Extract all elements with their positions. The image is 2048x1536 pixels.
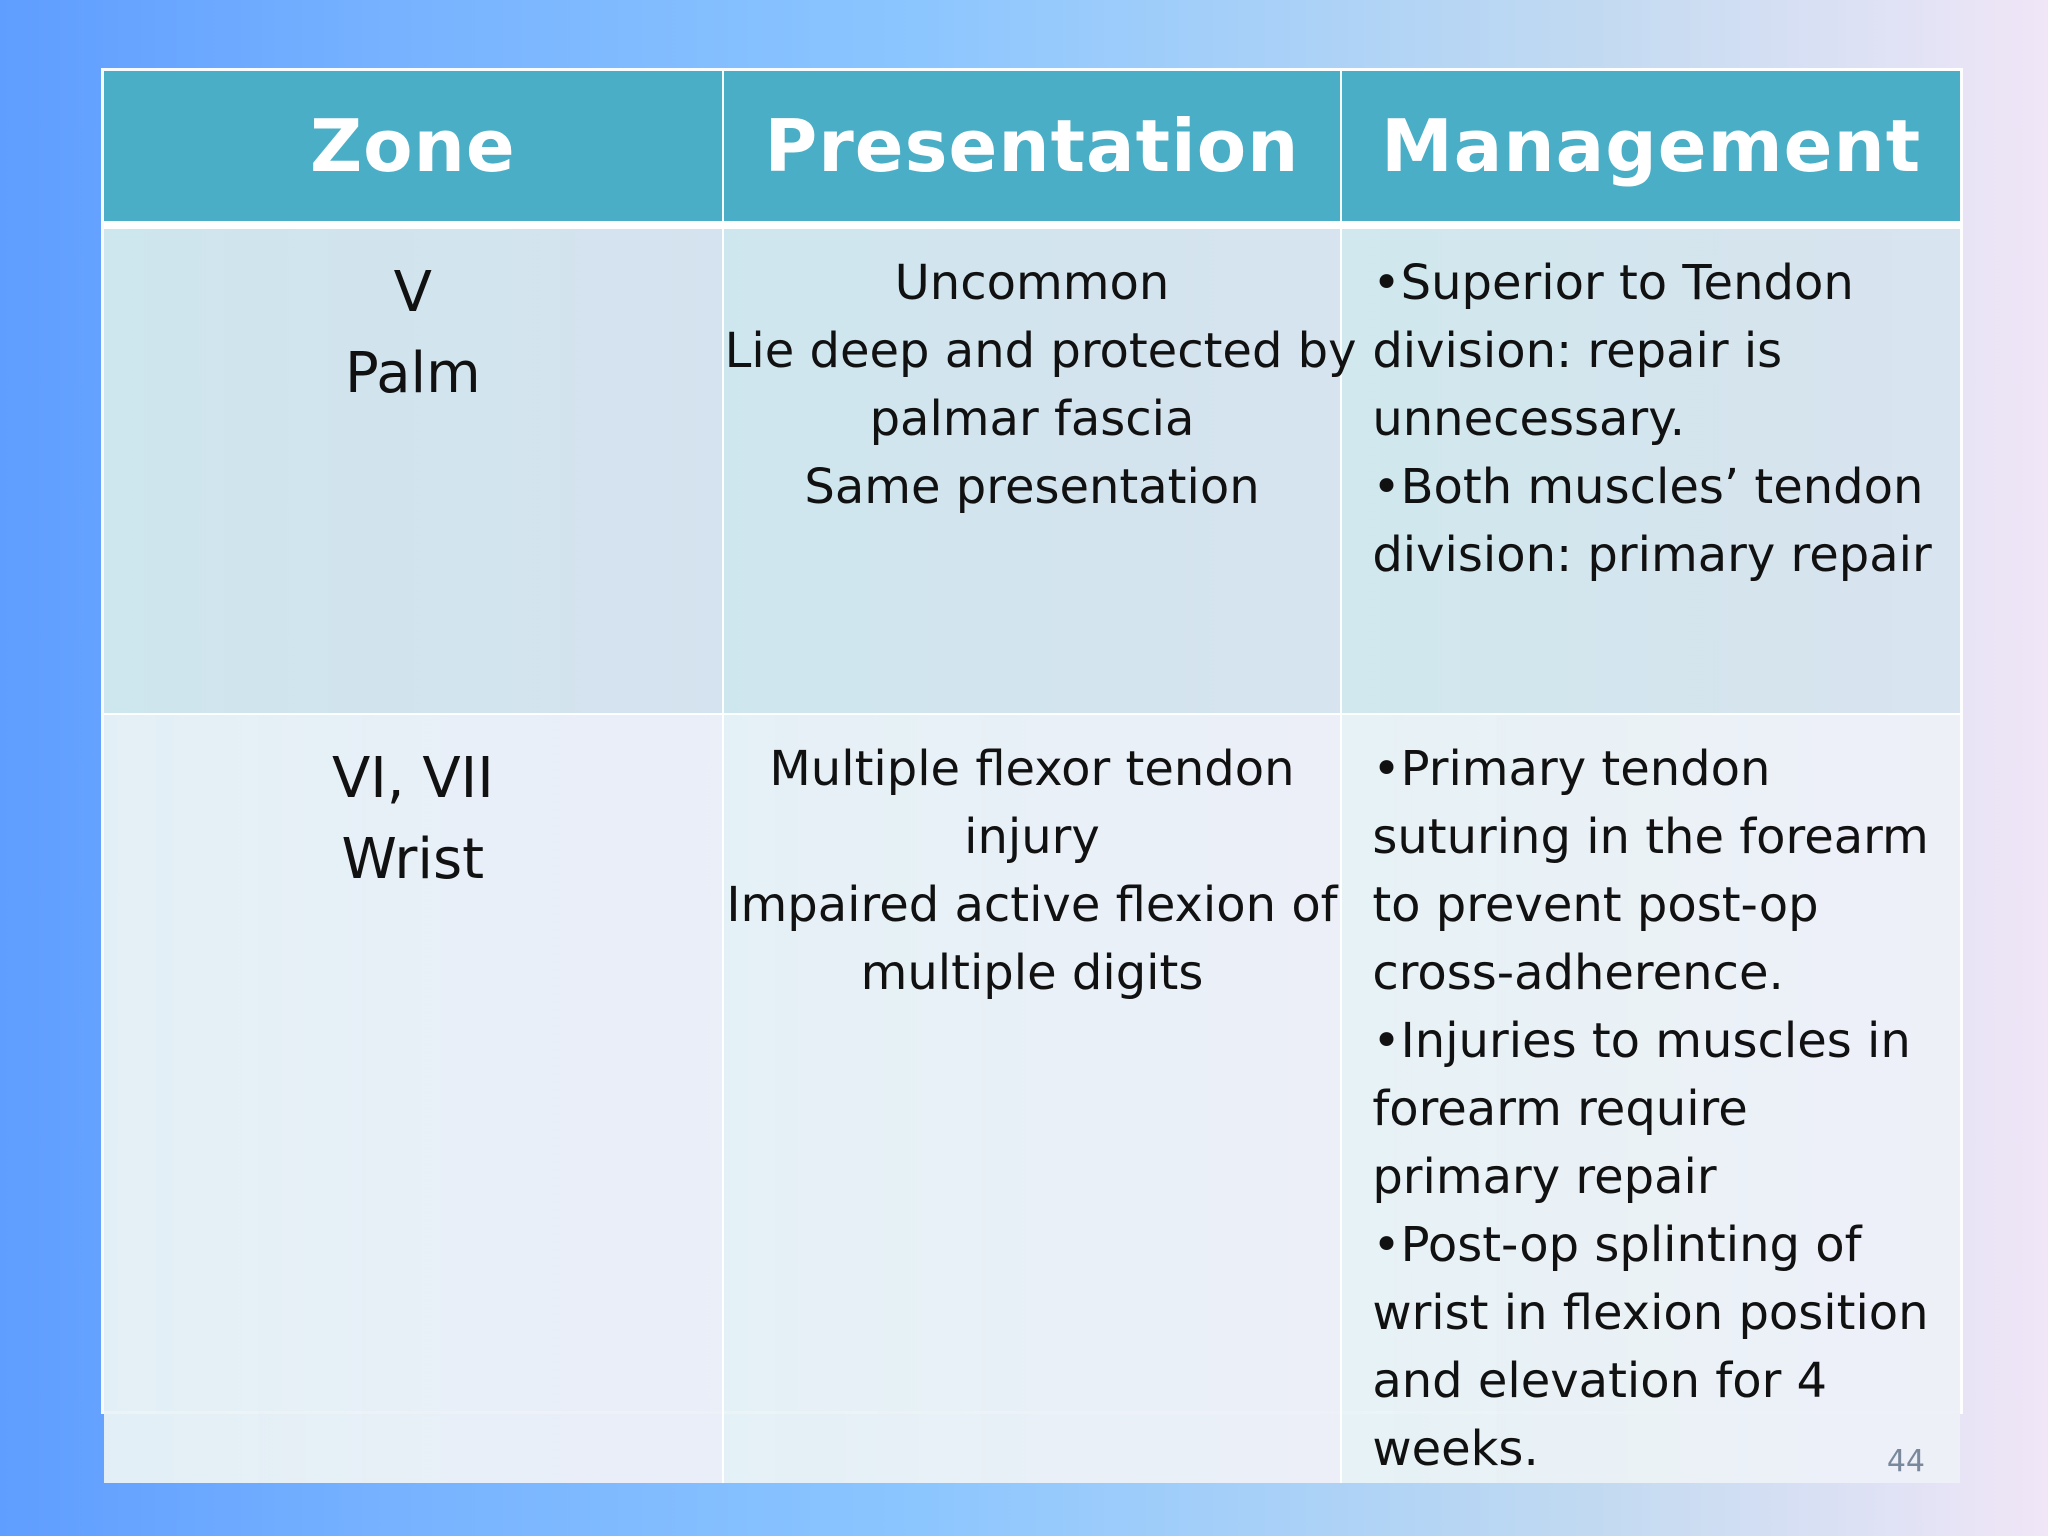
table-header: Zone Presentation Management [104,71,1960,229]
presentation-line: palmar fascia [869,391,1195,447]
presentation-line: Multiple flexor tendon [769,741,1295,797]
zone-table: Zone Presentation Management V Palm Unco… [104,71,1960,1483]
presentation-line: Impaired active flexion of [726,877,1338,933]
management-item: •Injuries to muscles in forearm require … [1372,1013,1911,1205]
zone-location: Palm [344,341,481,406]
management-item: •Primary tendon suturing in the forearm … [1372,741,1929,1001]
management-item: •Both muscles’ tendon division: primary … [1372,459,1932,583]
management-cell: •Primary tendon suturing in the forearm … [1341,714,1960,1483]
zone-number: VI, VII [331,746,494,811]
zone-cell: VI, VII Wrist [104,714,724,1483]
presentation-line: injury [964,809,1100,865]
presentation-line: Lie deep and protected by [724,323,1357,379]
presentation-cell: Uncommon Lie deep and protected by palma… [722,225,1357,715]
management-item: •Superior to Tendon division: repair is … [1372,255,1854,447]
zone-number: V [393,260,432,325]
header-management: Management [1341,71,1960,229]
presentation-line: Uncommon [894,255,1170,311]
management-item: •Post-op splinting of wrist in flexion p… [1372,1217,1929,1477]
table-row: V Palm Uncommon Lie deep and protected b… [104,225,1960,715]
header-zone: Zone [104,71,724,229]
table-body: V Palm Uncommon Lie deep and protected b… [104,225,1960,1483]
management-cell: •Superior to Tendon division: repair is … [1341,225,1960,715]
header-presentation: Presentation [722,71,1343,229]
zone-cell: V Palm [104,225,724,715]
zone-location: Wrist [341,827,485,892]
presentation-line: Same presentation [804,459,1260,515]
page-number: 44 [1886,1444,1925,1479]
presentation-cell: Multiple flexor tendon injury Impaired a… [722,714,1343,1483]
table-header-row: Zone Presentation Management [104,71,1960,229]
zone-table-container: Zone Presentation Management V Palm Unco… [101,68,1963,1483]
presentation-line: multiple digits [860,945,1204,1001]
table-row: VI, VII Wrist Multiple flexor tendon inj… [104,714,1960,1483]
